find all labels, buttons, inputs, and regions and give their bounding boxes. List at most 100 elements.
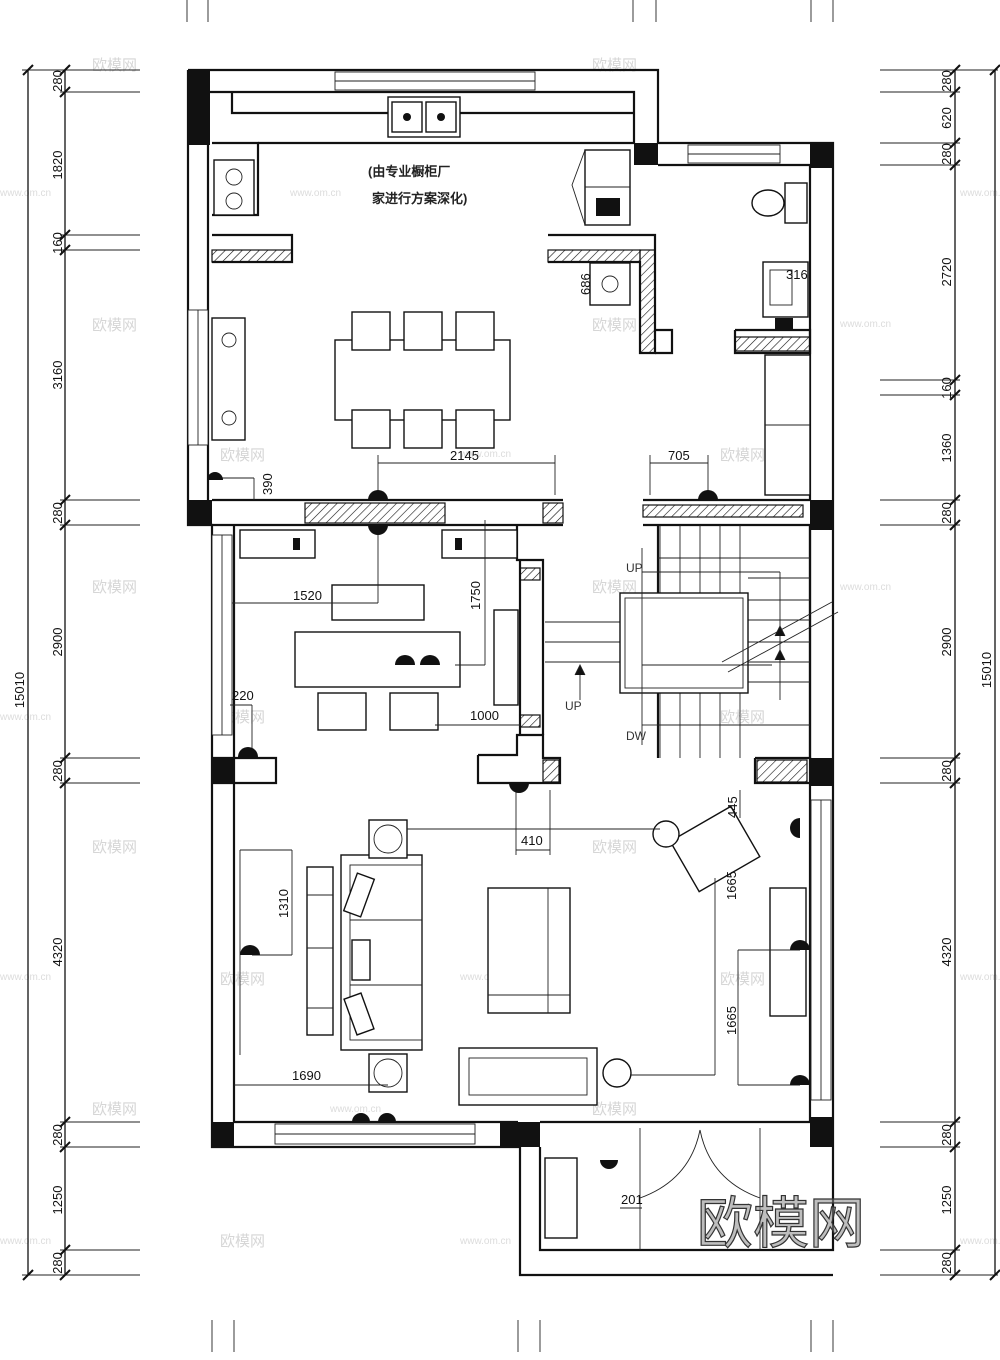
svg-text:390: 390 — [260, 473, 275, 495]
display-cabinet — [769, 887, 807, 1017]
svg-text:www.om.cn: www.om.cn — [459, 972, 511, 983]
sideboard — [211, 317, 246, 441]
watermark-layer: 欧模网 欧模网 www.om.cn www.om.cn www.om.cn 欧模… — [0, 57, 1000, 1250]
svg-text:4320: 4320 — [50, 938, 65, 967]
svg-text:280: 280 — [50, 70, 65, 92]
svg-text:欧模网: 欧模网 — [592, 57, 637, 74]
svg-text:欧模网: 欧模网 — [220, 447, 265, 464]
svg-text:欧模网: 欧模网 — [92, 839, 137, 856]
kitchen-fixtures — [213, 96, 631, 306]
hatched-walls — [211, 249, 811, 783]
svg-text:1690: 1690 — [292, 1068, 321, 1083]
svg-text:160: 160 — [939, 377, 954, 399]
stair-landing — [619, 592, 749, 694]
staircase[interactable] — [545, 525, 839, 758]
svg-text:www.om.cn: www.om.cn — [0, 1236, 51, 1247]
stair-up-label-2: UP — [565, 699, 582, 713]
svg-text:620: 620 — [939, 107, 954, 129]
svg-text:www.om.cn: www.om.cn — [959, 972, 1000, 983]
svg-text:2145: 2145 — [450, 448, 479, 463]
tall-unit — [589, 262, 631, 306]
svg-text:www.om.cn: www.om.cn — [839, 582, 891, 593]
svg-text:280: 280 — [50, 760, 65, 782]
windows — [187, 71, 832, 1145]
armchair — [669, 805, 761, 893]
svg-text:2900: 2900 — [50, 628, 65, 657]
entrance — [544, 1128, 761, 1250]
svg-text:201: 201 — [621, 1192, 643, 1207]
svg-text:www.om.cn: www.om.cn — [959, 1236, 1000, 1247]
svg-text:欧模网: 欧模网 — [720, 447, 765, 464]
brand-watermark: 欧模网 — [697, 1192, 865, 1257]
toilet — [751, 189, 785, 217]
dining-set — [211, 311, 511, 449]
svg-text:www.om.cn: www.om.cn — [459, 449, 511, 460]
columns — [188, 70, 833, 1147]
entry-furniture — [239, 529, 519, 731]
svg-text:280: 280 — [939, 70, 954, 92]
svg-text:1250: 1250 — [50, 1186, 65, 1215]
svg-text:280: 280 — [50, 1252, 65, 1274]
svg-text:欧模网: 欧模网 — [220, 1233, 265, 1250]
svg-text:3160: 3160 — [50, 361, 65, 390]
svg-text:www.om.cn: www.om.cn — [289, 188, 341, 199]
svg-text:1820: 1820 — [50, 151, 65, 180]
stair-down-label: DW — [626, 729, 647, 743]
svg-text:欧模网: 欧模网 — [592, 1101, 637, 1118]
kitchen-note-line2: 家进行方案深化) — [372, 191, 467, 206]
dining-table — [334, 339, 511, 421]
svg-text:316: 316 — [786, 267, 808, 282]
svg-text:15010: 15010 — [979, 652, 994, 688]
svg-text:4320: 4320 — [939, 938, 954, 967]
svg-text:www.om.cn: www.om.cn — [0, 188, 51, 199]
svg-text:280: 280 — [939, 143, 954, 165]
stove — [213, 159, 255, 216]
svg-text:160: 160 — [50, 232, 65, 254]
shoe-cabinet — [544, 1157, 578, 1239]
ottoman — [306, 866, 334, 1036]
svg-text:www.om.cn: www.om.cn — [329, 1104, 381, 1115]
right-dimension-chain: 280 620 280 2720 160 1360 280 2900 280 4… — [880, 64, 1000, 1281]
svg-text:280: 280 — [939, 760, 954, 782]
svg-text:2720: 2720 — [939, 258, 954, 287]
axis-ticks — [186, 0, 834, 1352]
svg-text:220: 220 — [232, 688, 254, 703]
svg-text:280: 280 — [939, 1252, 954, 1274]
bathroom-fixtures — [751, 182, 811, 496]
kitchen-note-line1: (由专业橱柜厂 — [368, 164, 450, 179]
interior-dimensions: 2145 705 390 1520 1750 1000 220 410 445 — [214, 267, 808, 1209]
svg-text:欧模网: 欧模网 — [720, 709, 765, 726]
living-furniture — [306, 805, 807, 1106]
svg-text:686: 686 — [578, 273, 593, 295]
svg-text:280: 280 — [50, 1124, 65, 1146]
svg-text:欧模网: 欧模网 — [92, 1101, 137, 1118]
svg-text:280: 280 — [939, 1124, 954, 1146]
svg-text:1360: 1360 — [939, 434, 954, 463]
svg-text:445: 445 — [725, 796, 740, 818]
svg-text:280: 280 — [50, 502, 65, 524]
tv-cabinet — [458, 1047, 598, 1106]
basin — [762, 261, 809, 318]
svg-text:www.om.cn: www.om.cn — [0, 972, 51, 983]
svg-text:欧模网: 欧模网 — [92, 579, 137, 596]
svg-text:410: 410 — [521, 833, 543, 848]
svg-text:15010: 15010 — [12, 672, 27, 708]
svg-text:1250: 1250 — [939, 1186, 954, 1215]
svg-text:1000: 1000 — [470, 708, 499, 723]
svg-text:1665: 1665 — [724, 871, 739, 900]
svg-text:欧模网: 欧模网 — [592, 317, 637, 334]
svg-text:www.om.cn: www.om.cn — [959, 188, 1000, 199]
svg-text:欧模网: 欧模网 — [92, 57, 137, 74]
svg-text:欧模网: 欧模网 — [592, 839, 637, 856]
svg-text:www.om.cn: www.om.cn — [459, 1236, 511, 1247]
svg-text:1310: 1310 — [276, 889, 291, 918]
svg-text:www.om.cn: www.om.cn — [839, 319, 891, 330]
left-dimension-chain: 15010 280 1820 160 3160 280 2900 280 432… — [12, 64, 140, 1281]
svg-text:欧模网: 欧模网 — [92, 317, 137, 334]
svg-text:欧模网: 欧模网 — [220, 971, 265, 988]
outlets — [207, 472, 810, 1169]
svg-text:1750: 1750 — [468, 581, 483, 610]
svg-text:280: 280 — [939, 502, 954, 524]
svg-text:2900: 2900 — [939, 628, 954, 657]
